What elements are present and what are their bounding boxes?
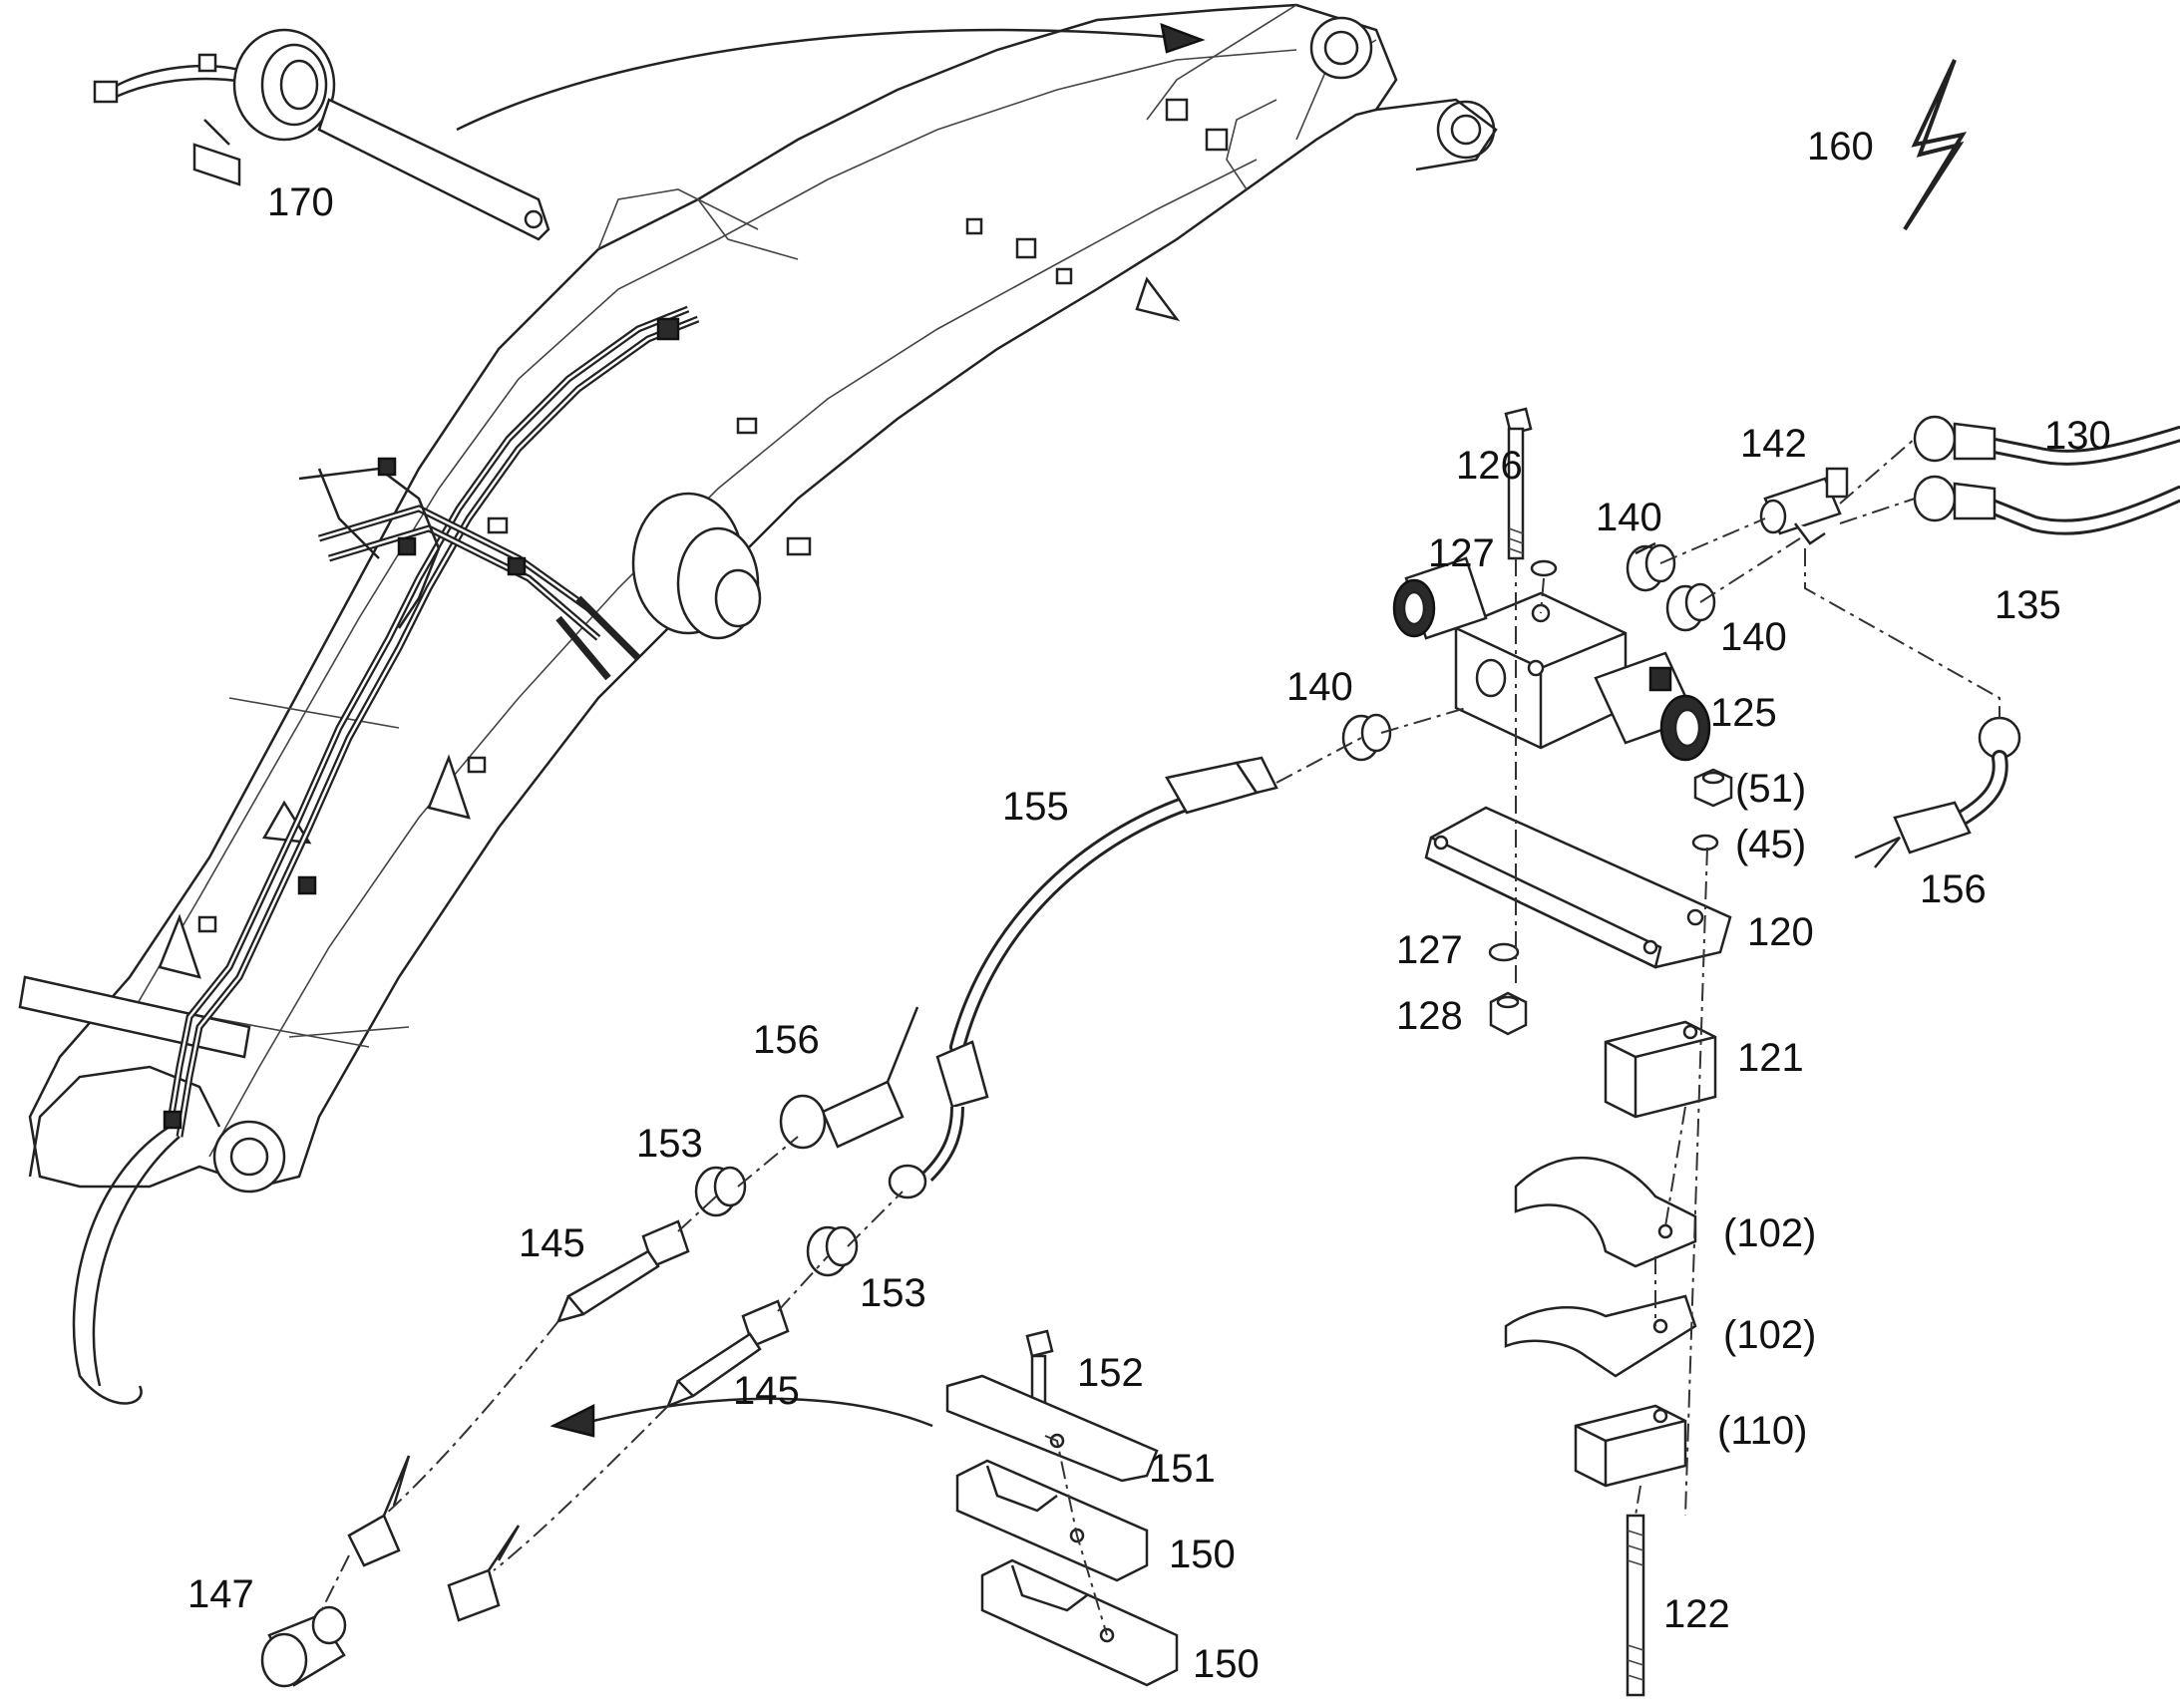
fitting-140-b — [1665, 582, 1716, 632]
arrow-bottom — [549, 1397, 933, 1438]
label-150-bottom: 150 — [1193, 1642, 1260, 1686]
label-130: 130 — [2044, 414, 2111, 458]
bolt-152 — [1025, 1329, 1054, 1438]
hose-155 — [888, 756, 1278, 1199]
clamp-150-bottom — [980, 1558, 1179, 1687]
nut-51 — [1693, 768, 1733, 808]
sensor-assembly-170 — [93, 28, 550, 241]
label-145-bottom: 145 — [733, 1369, 800, 1413]
label-127-bottom: 127 — [1396, 928, 1463, 972]
label-153-bottom: 153 — [860, 1271, 926, 1315]
block-110 — [1574, 1404, 1687, 1488]
label-156-right: 156 — [1920, 867, 1987, 911]
label-156-left: 156 — [753, 1018, 820, 1062]
label-128: 128 — [1396, 994, 1463, 1038]
washer-127-bottom — [1488, 942, 1520, 962]
fitting-147 — [260, 1605, 347, 1688]
washer-45 — [1691, 834, 1719, 852]
fitting-145-bottom — [665, 1299, 790, 1409]
plate-120 — [1424, 806, 1732, 969]
hose-end-lower-mid — [447, 1525, 521, 1622]
label-110: (110) — [1717, 1409, 1807, 1453]
fitting-140-a — [1626, 541, 1676, 592]
stud-122 — [1626, 1514, 1645, 1697]
part-labels: 170 160 126 127 140 142 130 135 140 140 … — [187, 125, 2111, 1686]
label-122: 122 — [1663, 1592, 1730, 1636]
fitting-153-bottom — [806, 1225, 859, 1277]
label-140-right: 140 — [1720, 615, 1787, 659]
plate-151 — [945, 1374, 1159, 1483]
label-150-top: 150 — [1169, 1533, 1236, 1576]
label-140-top: 140 — [1596, 496, 1662, 539]
washer-127-top — [1530, 559, 1558, 577]
label-120: 120 — [1747, 910, 1814, 954]
fitting-153-top — [694, 1166, 747, 1217]
clamp-150-top — [955, 1459, 1149, 1582]
label-135: 135 — [1995, 583, 2061, 627]
label-140-left: 140 — [1286, 665, 1353, 709]
label-121: 121 — [1737, 1036, 1804, 1080]
label-152: 152 — [1077, 1351, 1144, 1395]
hose-156-left — [779, 1006, 919, 1150]
hose-130 — [1913, 415, 2180, 466]
centerlines — [318, 438, 2000, 1636]
label-147: 147 — [187, 1572, 254, 1616]
label-170: 170 — [267, 180, 334, 224]
valve-block-125 — [1392, 556, 1711, 762]
label-155: 155 — [1002, 785, 1069, 829]
nut-128 — [1489, 991, 1528, 1036]
boom-arm — [18, 3, 1498, 1405]
tee-fitting-142 — [1759, 467, 1849, 545]
label-160: 160 — [1807, 125, 1874, 169]
fitting-145-top — [555, 1219, 690, 1323]
arrow-top — [456, 23, 1206, 132]
label-127-top: 127 — [1428, 531, 1495, 575]
hose-end-lower-left — [347, 1455, 411, 1567]
block-121 — [1604, 1020, 1717, 1119]
label-142: 142 — [1740, 422, 1807, 466]
label-51: (51) — [1735, 767, 1806, 811]
hose-156-right — [1854, 716, 2021, 868]
label-45: (45) — [1735, 823, 1806, 866]
label-145-top: 145 — [519, 1221, 585, 1265]
label-102-top: (102) — [1723, 1211, 1816, 1255]
label-151: 151 — [1149, 1447, 1216, 1491]
clamp-102-bottom — [1504, 1294, 1697, 1378]
hose-135 — [1913, 475, 2180, 535]
label-102-bottom: (102) — [1723, 1313, 1816, 1357]
label-153-top: 153 — [636, 1122, 703, 1166]
label-125: 125 — [1710, 691, 1777, 735]
fitting-140-c — [1341, 713, 1392, 762]
label-126: 126 — [1456, 444, 1523, 488]
lightning-symbol-160 — [1903, 59, 1968, 231]
bolt-126 — [1504, 407, 1533, 560]
